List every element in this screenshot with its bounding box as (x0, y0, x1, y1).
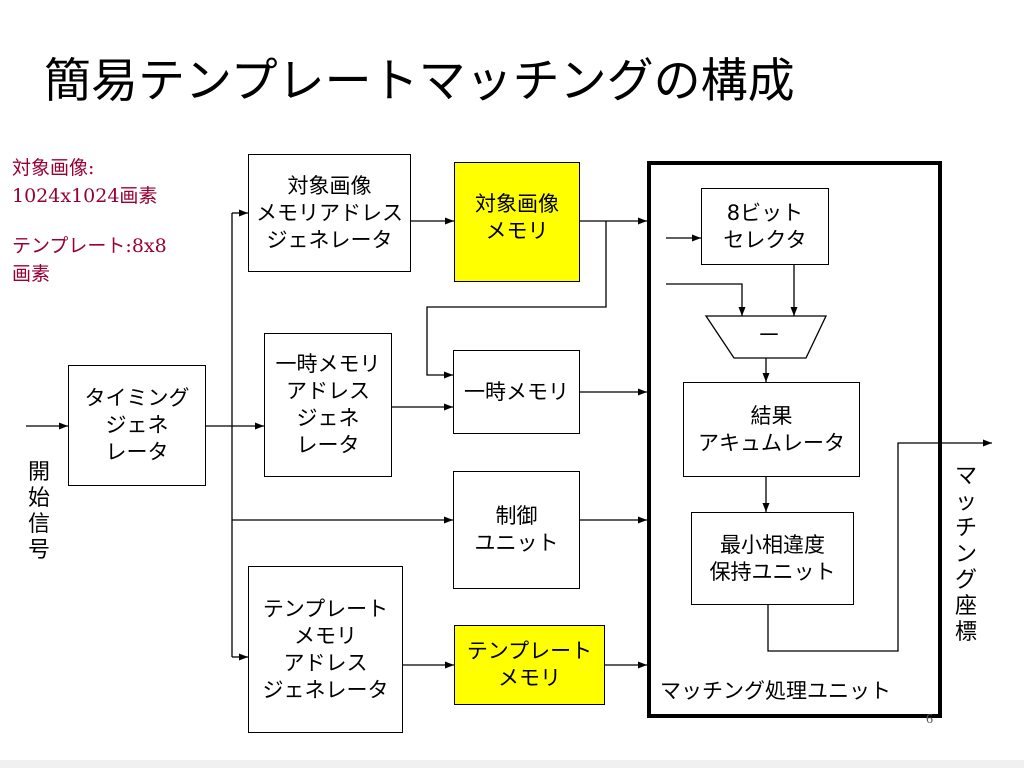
subtractor-left-input-arrow (666, 283, 746, 316)
result-accumulator-block: 結果 アキュムレータ (683, 382, 860, 477)
min-dissimilarity-hold-block: 最小相違度 保持ユニット (691, 512, 854, 605)
matching-coordinate-output-arrow (767, 439, 992, 652)
temp-memory-text: 一時メモリ (464, 379, 569, 404)
control-unit-text: 制御 ユニット (474, 504, 559, 555)
template-address-generator-text: テンプレート メモリ アドレス ジェネレータ (262, 596, 389, 702)
control-unit-block: 制御 ユニット (453, 471, 580, 589)
timing-generator-block: タイミング ジェネ レータ (68, 365, 206, 486)
footer-divider (0, 760, 1024, 768)
matching-unit-label: マッチング処理ユニット (660, 679, 891, 703)
template-memory-block: テンプレート メモリ (454, 625, 605, 705)
target-memory-to-temp-memory-arrow (426, 221, 607, 379)
target-size-note-line2: 1024x1024画素 (12, 185, 158, 207)
bit-selector-block: 8ビット セレクタ (701, 188, 829, 265)
temp-memory-address-generator-block: 一時メモリ アドレス ジェネ レータ (264, 333, 392, 477)
target-address-generator-block: 対象画像 メモリアドレス ジェネレータ (248, 154, 411, 272)
start-signal-label: 開 始 信 号 (27, 460, 50, 563)
matching-coordinate-label: マ ッ チ ン グ 座 標 (954, 464, 977, 645)
target-address-generator-text: 対象画像 メモリアドレス ジェネレータ (256, 173, 403, 252)
template-address-generator-block: テンプレート メモリ アドレス ジェネレータ (248, 566, 403, 733)
subtractor-label: － (757, 321, 781, 349)
subtractor-shape (704, 315, 828, 359)
template-memory-text: テンプレート メモリ (466, 639, 593, 690)
template-size-note-line2: 画素 (12, 263, 51, 285)
template-size-note-line1: テンプレート:8x8 (12, 235, 167, 257)
temp-memory-address-generator-text: 一時メモリ アドレス ジェネ レータ (275, 352, 381, 457)
temp-memory-block: 一時メモリ (453, 350, 580, 434)
target-size-note-line1: 対象画像: (12, 157, 95, 179)
bit-selector-text: 8ビット セレクタ (723, 200, 807, 252)
timing-generator-text: タイミング ジェネ レータ (84, 386, 190, 464)
matching-unit-frame (647, 161, 942, 718)
min-dissimilarity-hold-text: 最小相違度 保持ユニット (709, 532, 836, 584)
target-image-memory-text: 対象画像 メモリ (475, 192, 559, 243)
result-accumulator-text: 結果 アキュムレータ (698, 403, 845, 455)
page-title: 簡易テンプレートマッチングの構成 (44, 54, 795, 109)
page-number: 6 (926, 712, 933, 727)
target-image-memory-block: 対象画像 メモリ (454, 162, 580, 282)
